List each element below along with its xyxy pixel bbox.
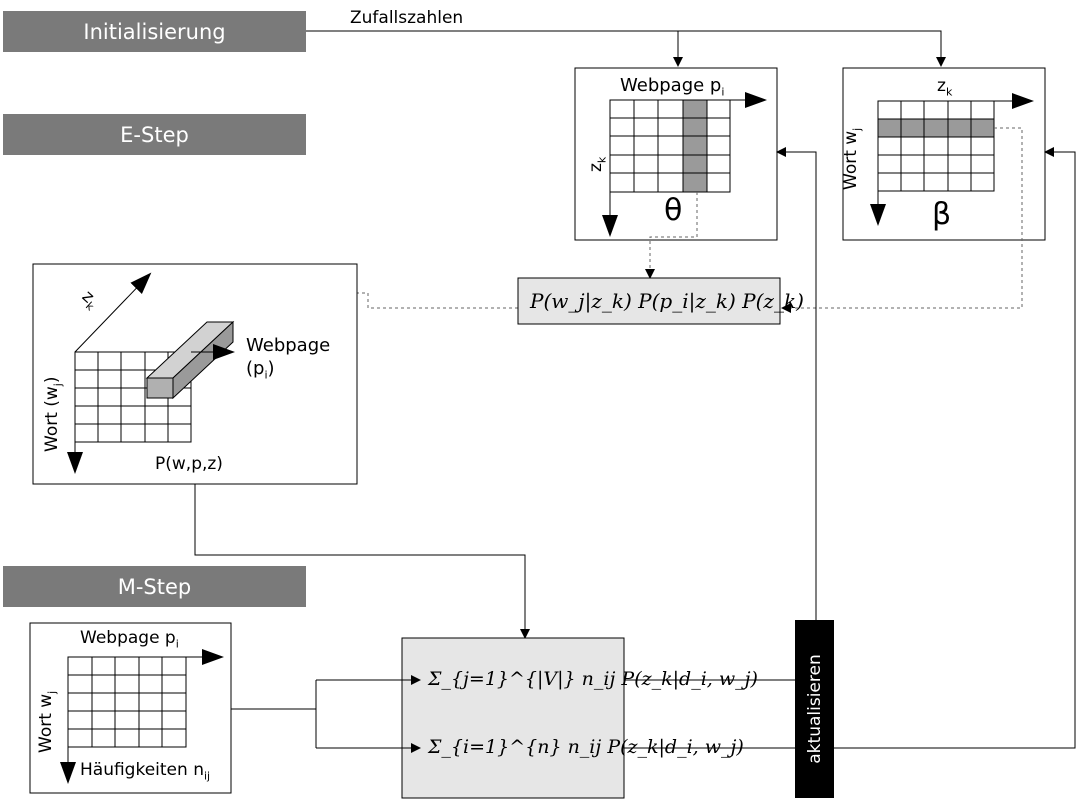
stage-estep: E-Step [3,114,306,155]
cube-caption: P(w,p,z) [155,454,223,474]
theta-col-label: Webpage pi [620,75,725,99]
init-connectors [306,30,946,67]
mstep-formula-1: Σ_{j=1}^{|V|} n_ij P(z_k|d_i, w_j) [428,668,758,690]
cube-front-label: Webpage (pi) [246,335,331,382]
freq-to-mstep-connectors [231,675,421,753]
mstep-formula-2: Σ_{i=1}^{n} n_ij P(z_k|d_i, w_j) [428,736,744,758]
update-connectors [624,147,1076,749]
estep-formula-box [517,277,781,325]
beta-col-label: zk [937,76,953,99]
freq-caption: Häufigkeiten nij [80,760,211,783]
update-label: aktualisieren [804,654,825,764]
theta-grid [609,99,731,193]
beta-row-label: Wort wj [841,127,864,190]
estep-formula: P(w_j|z_k) P(p_i|z_k) P(z_k) [530,289,804,313]
stage-init: Initialisierung [3,11,306,52]
beta-panel [842,67,1046,241]
freq-col-label: Webpage pi [80,628,179,651]
beta-symbol: β [932,197,952,232]
cube-row-label: Wort (wj) [42,376,65,452]
update-bar: aktualisieren [795,620,834,798]
estep-dashed-connectors [209,127,1023,321]
random-label: Zufallszahlen [350,8,464,28]
theta-row-label: zk [586,156,609,172]
freq-panel [29,622,232,794]
freq-row-label: Wort wj [36,690,59,753]
stage-mstep: M-Step [3,566,306,607]
mstep-formula-box [401,637,625,799]
theta-panel [574,67,778,241]
cube-to-mstep-connector [194,484,530,639]
cube-panel [32,263,358,485]
theta-symbol: θ [664,193,683,228]
